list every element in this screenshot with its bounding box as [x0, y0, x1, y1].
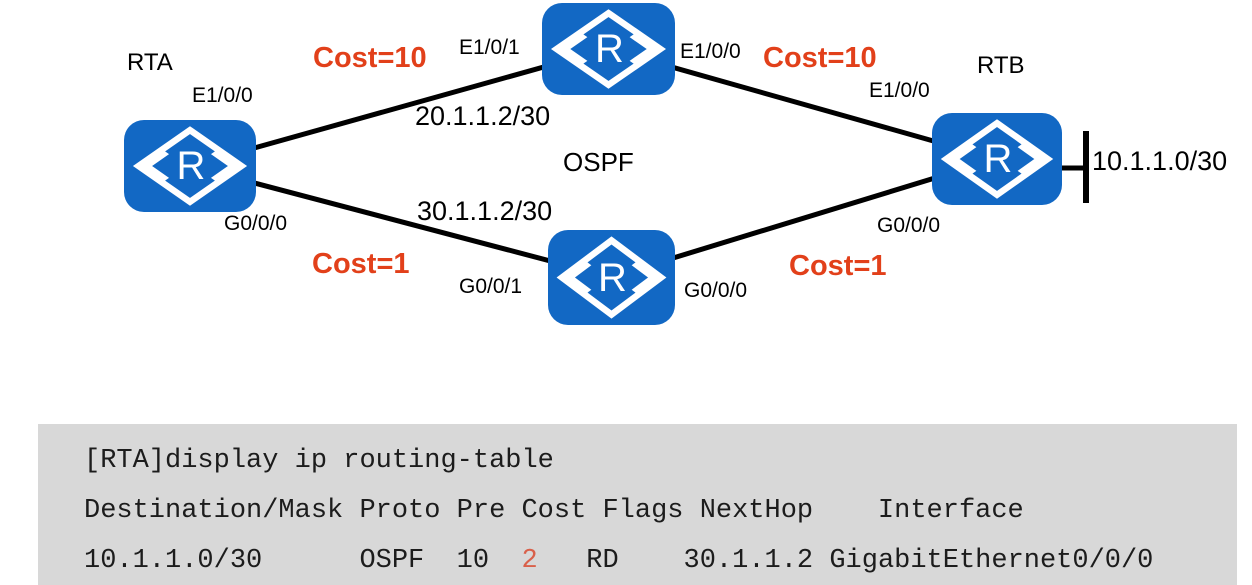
cost-rta-bottom-label: Cost=1 [312, 248, 410, 280]
rtb-gig-interface-label: G0/0/0 [877, 214, 941, 237]
router-icon [556, 236, 667, 319]
routing-table-row: 10.1.1.0/30 OSPF 10 2 RD 30.1.1.2 Gigabi… [84, 536, 1237, 585]
top-right-interface-label: E1/0/0 [680, 40, 741, 63]
console-output-panel: [RTA]display ip routing-table Destinatio… [38, 424, 1237, 585]
bottom-link-network-label: 30.1.1.2/30 [417, 196, 553, 226]
link-rta-bottom [189, 163, 612, 280]
router-icon-letter: R [983, 137, 1013, 181]
router-icon [132, 126, 248, 206]
top-link-network-label: 20.1.1.2/30 [415, 101, 551, 131]
console-command-line: [RTA]display ip routing-table [84, 446, 554, 476]
ospf-protocol-label: OSPF [563, 147, 634, 177]
bottom-right-interface-label: G0/0/0 [684, 279, 748, 302]
routing-table-header: Destination/Mask Proto Pre Cost Flags Ne… [84, 496, 1024, 526]
link-rta-top [189, 46, 609, 169]
lan-network-label: 10.1.1.0/30 [1092, 146, 1228, 176]
bottom-left-interface-label: G0/0/1 [459, 275, 523, 298]
rta-gig-interface-label: G0/0/0 [224, 212, 288, 235]
rta-name-label: RTA [127, 49, 173, 76]
router-icon [550, 9, 667, 89]
router-rtb: R [932, 113, 1062, 205]
router-top: R [542, 3, 675, 95]
router-rta: R [124, 120, 256, 212]
router-icon-letter: R [598, 255, 627, 300]
route-cost-value: 2 [521, 546, 538, 576]
router-icon-letter: R [595, 27, 624, 71]
cost-top-rtb-label: Cost=10 [763, 42, 877, 74]
rta-eth-interface-label: E1/0/0 [192, 84, 253, 107]
route-prefix: 10.1.1.0/30 OSPF 10 [84, 546, 522, 576]
route-suffix: RD 30.1.1.2 GigabitEthernet0/0/0 [537, 546, 1154, 576]
cost-rta-top-label: Cost=10 [313, 42, 427, 74]
top-left-interface-label: E1/0/1 [459, 36, 520, 59]
router-icon-letter: R [176, 144, 206, 188]
router-icon [940, 119, 1054, 199]
router-bottom: R [548, 230, 675, 325]
rtb-name-label: RTB [977, 52, 1025, 79]
rtb-eth-interface-label: E1/0/0 [869, 79, 930, 102]
cost-bottom-rtb-label: Cost=1 [789, 250, 887, 282]
